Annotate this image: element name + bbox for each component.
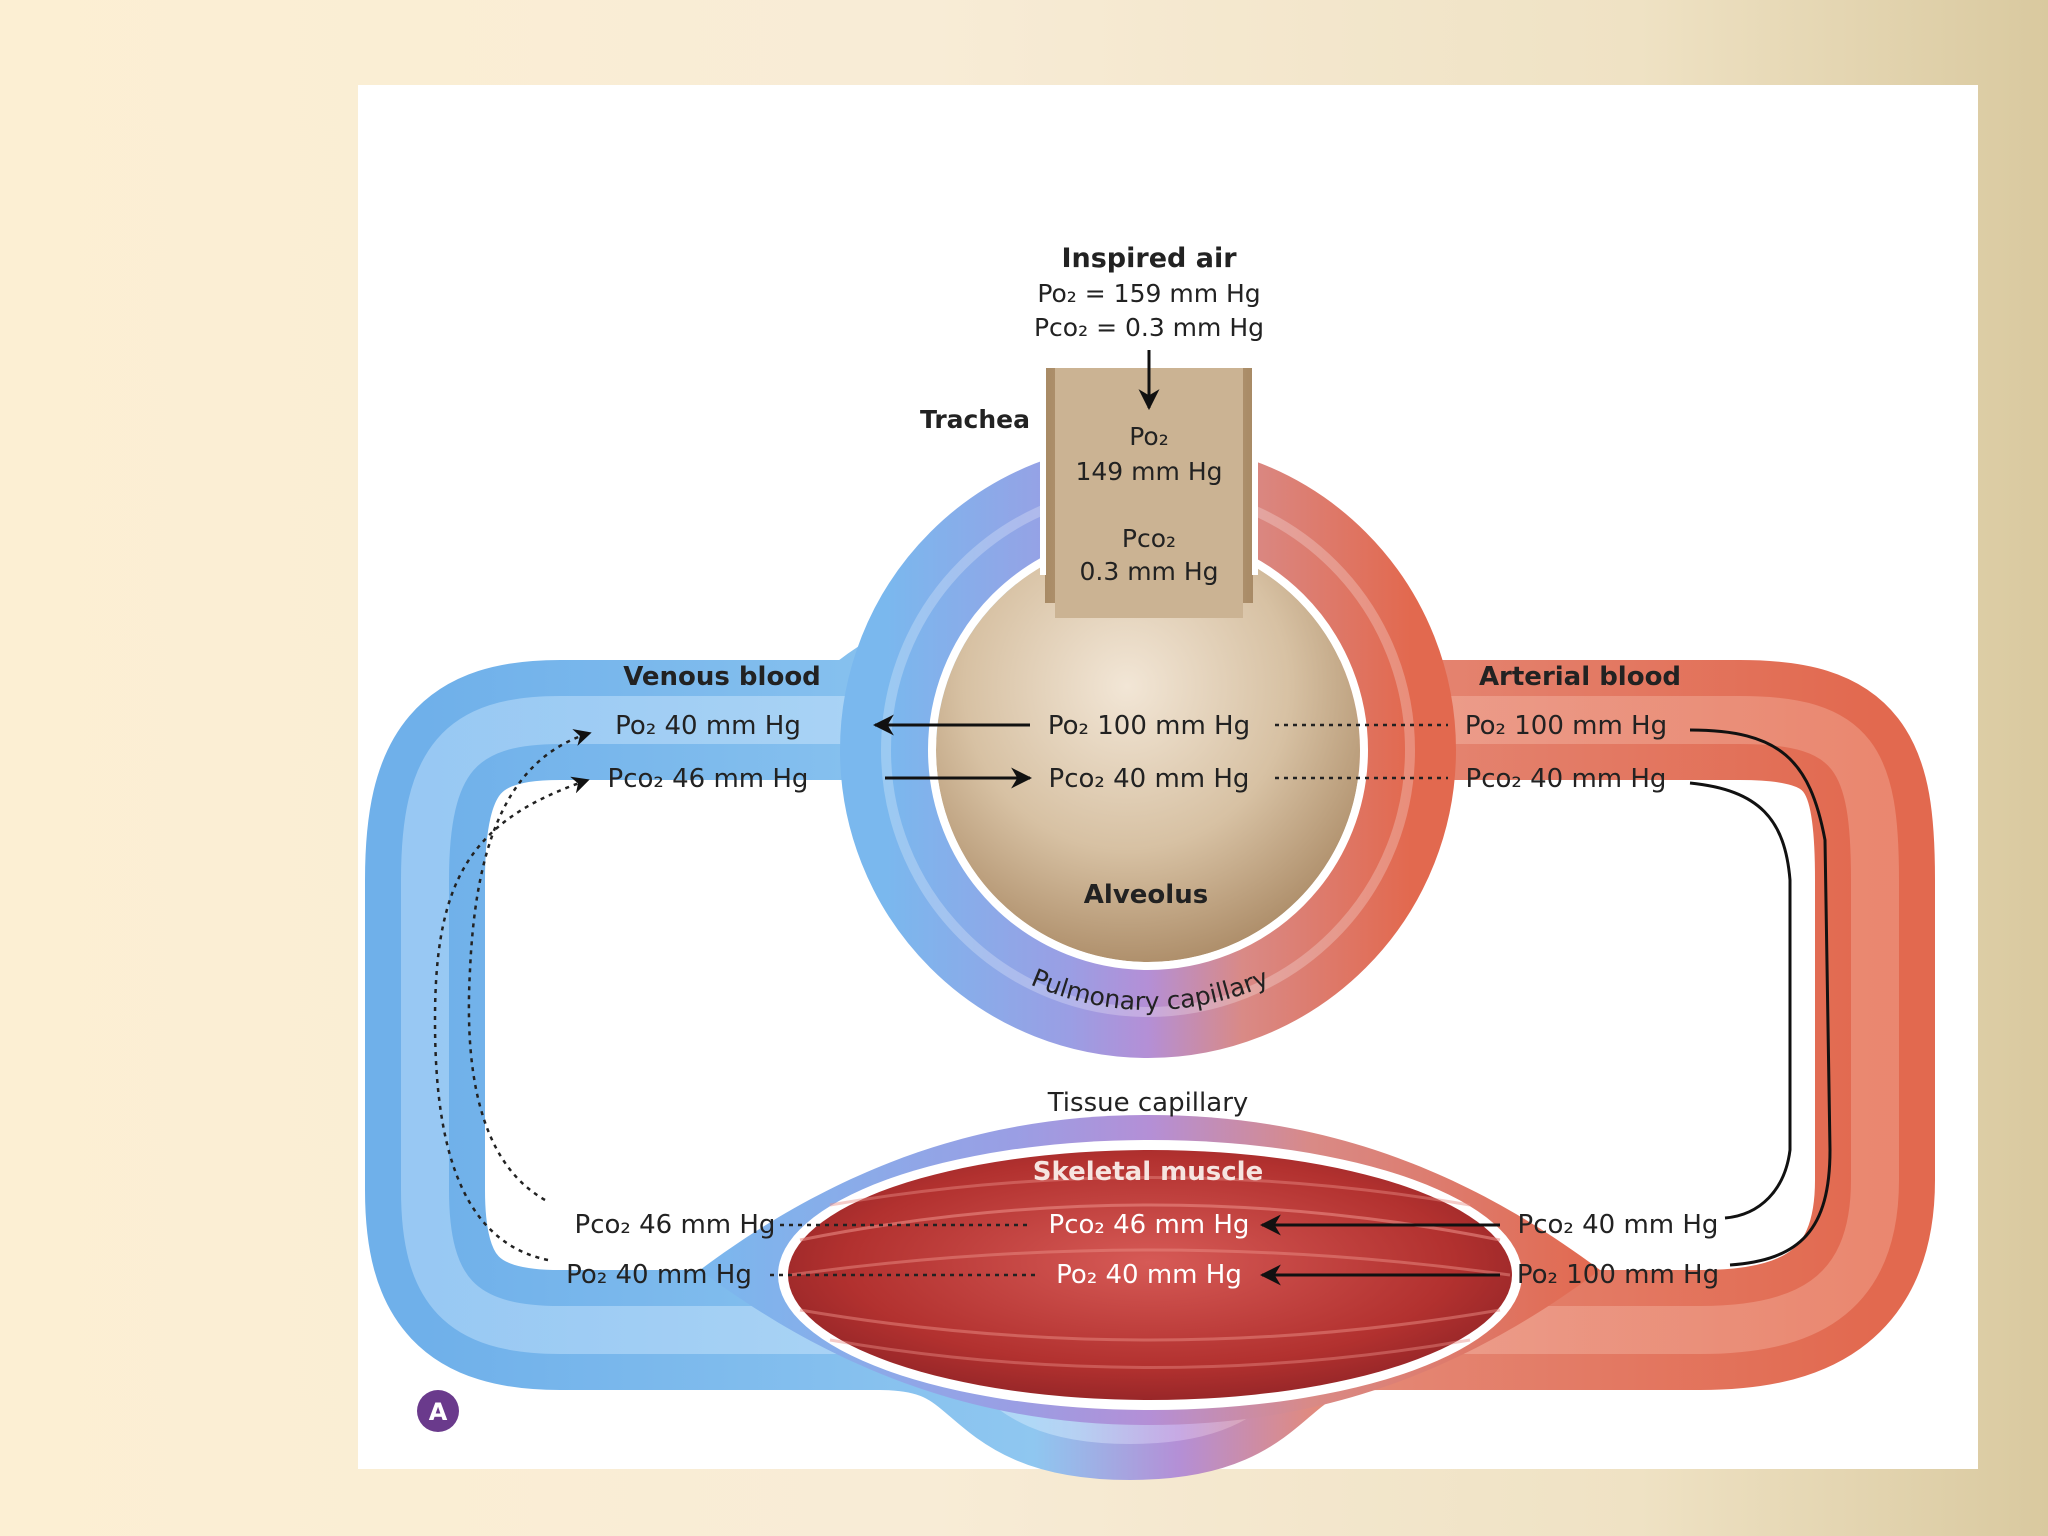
labels: Inspired air Po₂ = 159 mm Hg Pco₂ = 0.3 …	[566, 243, 1719, 1290]
arterial-po2: Po₂ 100 mm Hg	[1465, 711, 1667, 741]
arterial-return-lines	[1689, 728, 1832, 1267]
inspired-pco2: Pco₂ = 0.3 mm Hg	[1034, 313, 1264, 342]
muscle-po2: Po₂ 40 mm Hg	[1056, 1260, 1242, 1290]
arterial-pco2: Pco₂ 40 mm Hg	[1466, 764, 1667, 794]
alveolus-pco2: Pco₂ 40 mm Hg	[1049, 764, 1250, 794]
venous-blood-title: Venous blood	[623, 662, 821, 692]
inspired-air-title: Inspired air	[1061, 243, 1237, 274]
dotted-connectors	[433, 723, 1448, 1277]
alveolus-label: Alveolus	[1084, 880, 1208, 910]
trachea-pco2-value: 0.3 mm Hg	[1079, 557, 1218, 586]
trachea-po2-value: 149 mm Hg	[1076, 457, 1223, 486]
skeletal-muscle-label: Skeletal muscle	[1033, 1157, 1263, 1187]
trachea-po2-name: Po₂	[1129, 422, 1169, 451]
skeletal-muscle	[788, 1150, 1512, 1400]
panel-badge-letter: A	[429, 1398, 448, 1426]
inspired-po2: Po₂ = 159 mm Hg	[1037, 279, 1260, 308]
muscle-pco2: Pco₂ 46 mm Hg	[1049, 1210, 1250, 1240]
arterial-blood-title: Arterial blood	[1479, 662, 1681, 692]
alveolus	[936, 538, 1360, 962]
trachea-pco2-name: Pco₂	[1122, 524, 1176, 553]
tissue-arterial-pco2: Pco₂ 40 mm Hg	[1518, 1210, 1719, 1240]
tissue-arterial-po2: Po₂ 100 mm Hg	[1517, 1260, 1719, 1290]
alveolus-po2: Po₂ 100 mm Hg	[1048, 711, 1250, 741]
tissue-capillary-label: Tissue capillary	[1047, 1088, 1249, 1118]
tissue-venous-po2: Po₂ 40 mm Hg	[566, 1260, 752, 1290]
trachea-label: Trachea	[920, 405, 1030, 434]
venous-po2: Po₂ 40 mm Hg	[615, 711, 801, 741]
tissue-venous-pco2: Pco₂ 46 mm Hg	[575, 1210, 776, 1240]
exchange-arrows	[872, 350, 1500, 1286]
venous-pco2: Pco₂ 46 mm Hg	[608, 764, 809, 794]
panel-badge: A	[417, 1390, 459, 1432]
